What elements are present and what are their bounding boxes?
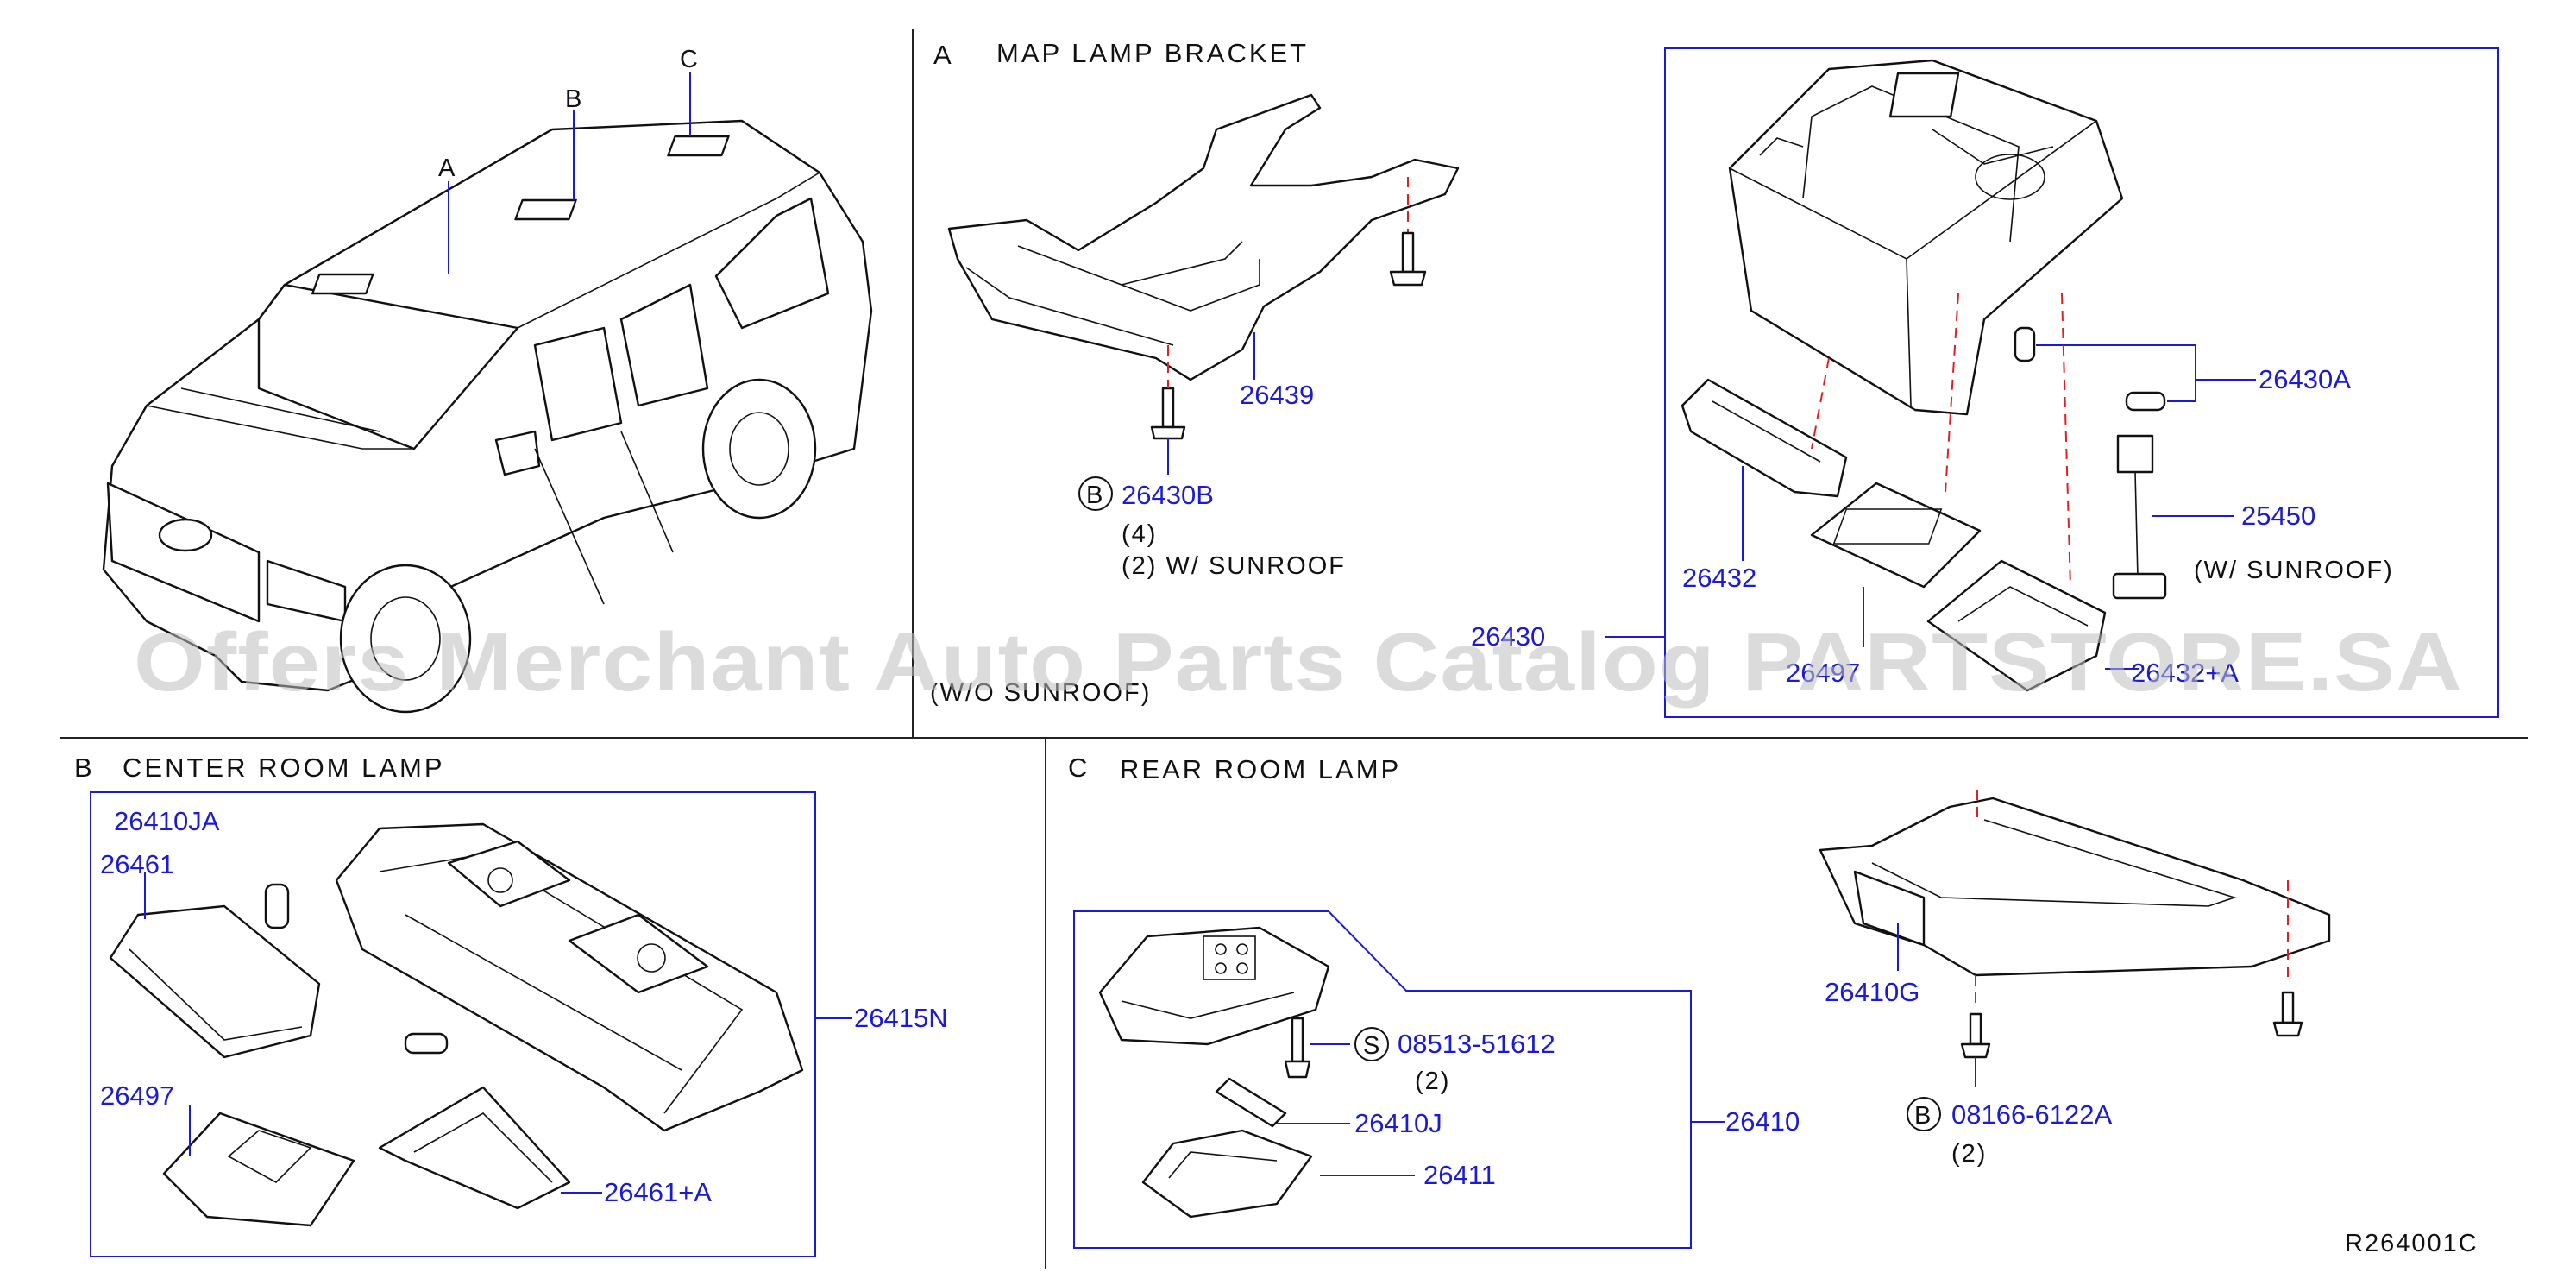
part-26410[interactable]: 26410 <box>1725 1106 1800 1137</box>
callout-c[interactable]: C <box>680 46 700 73</box>
section-c-title: REAR ROOM LAMP <box>1120 754 1401 784</box>
part-26439[interactable]: 26439 <box>1240 380 1314 410</box>
dash-lens-26432a <box>2061 293 2071 588</box>
part-26497-a[interactable]: 26497 <box>1786 658 1860 688</box>
bolt-08166-right <box>2272 991 2303 1037</box>
part-26432[interactable]: 26432 <box>1682 563 1756 593</box>
part-26410g[interactable]: 26410G <box>1825 977 1919 1007</box>
section-a-title: MAP LAMP BRACKET <box>996 38 1309 68</box>
dash-lens-26432 <box>1811 357 1830 450</box>
screw-26430b-left <box>1150 387 1186 440</box>
lens-26411[interactable] <box>1141 1129 1313 1219</box>
qty-26430b-sunroof: (2) W/ SUNROOF <box>1122 552 1346 580</box>
section-a-letter: A <box>933 40 954 70</box>
part-26415n[interactable]: 26415N <box>854 1003 948 1033</box>
bolt-08166-left <box>1960 1012 1991 1059</box>
switch-25450[interactable] <box>2112 434 2167 600</box>
part-26430a[interactable]: 26430A <box>2259 364 2351 394</box>
symbol-b-08166: B <box>1907 1097 1941 1131</box>
vehicle-illustration <box>102 119 873 714</box>
frame-26415n <box>90 791 816 1257</box>
section-c-letter: C <box>1068 753 1090 783</box>
screw-26430b-right <box>1389 177 1427 287</box>
diagram-code: R264001C <box>2345 1230 2479 1257</box>
center-lamp-housing[interactable] <box>335 822 804 1132</box>
screw-08513 <box>1284 1017 1311 1079</box>
lens-26432-a[interactable] <box>1926 559 2107 692</box>
map-lamp-housing[interactable] <box>1728 59 2124 416</box>
callout-b[interactable]: B <box>565 85 583 113</box>
callout-a[interactable]: A <box>438 154 456 182</box>
leader-26430a <box>2036 344 2196 402</box>
lens-26461[interactable] <box>109 904 321 1059</box>
bulb-26430a-upper <box>2014 326 2036 362</box>
part-26461[interactable]: 26461 <box>100 849 174 879</box>
section-b-letter: B <box>74 753 95 783</box>
note-25450-sunroof: (W/ SUNROOF) <box>2194 557 2394 584</box>
part-08513[interactable]: 08513-51612 <box>1398 1029 1555 1059</box>
bulb-center-small <box>404 1032 449 1055</box>
frame-26430 <box>1664 47 2499 718</box>
note-wo-sunroof: (W/O SUNROOF) <box>930 679 1151 707</box>
qty-08513: (2) <box>1415 1068 1450 1095</box>
part-26432a[interactable]: 26432+A <box>2131 658 2239 688</box>
map-lamp-bracket[interactable] <box>947 93 1460 381</box>
bulb-26430a-lower <box>2125 391 2166 412</box>
part-26497-b[interactable]: 26497 <box>100 1080 174 1111</box>
qty-26430b: (4) <box>1122 520 1157 548</box>
lens-26461a[interactable] <box>378 1086 571 1210</box>
bulb-26410ja <box>264 883 290 929</box>
lens-26432[interactable] <box>1681 378 1848 498</box>
bulb-26410j <box>1215 1077 1287 1128</box>
part-08166[interactable]: 08166-6122A <box>1951 1099 2112 1130</box>
qty-08166: (2) <box>1951 1140 1987 1168</box>
rear-lamp-bracket[interactable] <box>1819 797 2331 977</box>
symbol-s-08513: S <box>1354 1027 1389 1061</box>
section-b-title: CENTER ROOM LAMP <box>123 753 445 783</box>
lens-26497[interactable] <box>1810 482 1982 589</box>
frame-26410 <box>1073 910 1692 1249</box>
part-26410j[interactable]: 26410J <box>1354 1108 1442 1138</box>
part-25450[interactable]: 25450 <box>2241 501 2315 531</box>
part-26411[interactable]: 26411 <box>1423 1160 1496 1190</box>
svg-text:S: S <box>1363 1032 1381 1060</box>
lens-26497-b[interactable] <box>162 1112 355 1227</box>
symbol-b-26430b: B <box>1078 476 1113 511</box>
svg-text:B: B <box>1086 482 1104 509</box>
part-26461a[interactable]: 26461+A <box>604 1177 712 1207</box>
svg-text:B: B <box>1914 1102 1932 1130</box>
part-26410ja[interactable]: 26410JA <box>114 806 220 836</box>
vehicle-callouts: A B C <box>438 46 700 274</box>
rear-lamp-housing[interactable] <box>1098 926 1330 1046</box>
part-26430b[interactable]: 26430B <box>1122 480 1214 510</box>
watermark-text: Offers Merchant Auto Parts Catalog PARTS… <box>134 616 2463 709</box>
part-26430[interactable]: 26430 <box>1471 621 1545 652</box>
